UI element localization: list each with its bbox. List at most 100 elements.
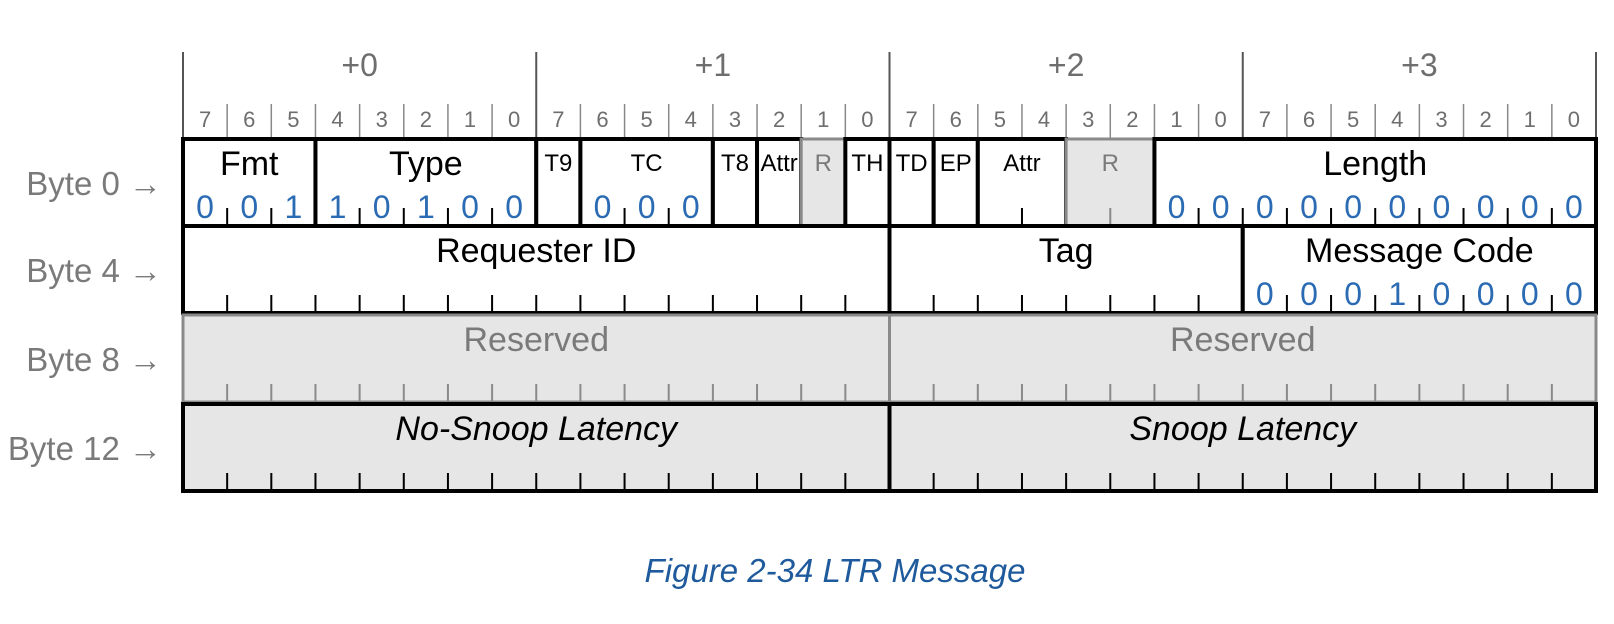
field-label: Tag bbox=[1039, 232, 1094, 270]
bit-number-label: 2 bbox=[1479, 107, 1491, 132]
bit-value: 1 bbox=[284, 189, 302, 225]
field-label: R bbox=[815, 150, 832, 177]
bit-number-label: 7 bbox=[199, 107, 211, 132]
bit-number-label: 3 bbox=[1082, 107, 1094, 132]
field: Reserved bbox=[888, 313, 1598, 404]
bit-value: 0 bbox=[1388, 189, 1406, 225]
field: T9 bbox=[534, 137, 583, 228]
byte-offset-label: +3 bbox=[1401, 47, 1437, 83]
field-label: TC bbox=[631, 150, 663, 177]
field-background bbox=[801, 139, 846, 226]
bit-number-label: 7 bbox=[905, 107, 917, 132]
bit-value: 1 bbox=[1388, 276, 1406, 312]
field-label: TD bbox=[896, 150, 928, 177]
field: TD bbox=[887, 137, 936, 228]
field-label: R bbox=[1102, 150, 1119, 177]
byte-offset-label: +2 bbox=[1048, 47, 1084, 83]
bit-number-label: 4 bbox=[1038, 107, 1050, 132]
packet-row: Byte 8 → Reserved Reserved bbox=[26, 313, 1598, 404]
bit-number-label: 2 bbox=[1126, 107, 1138, 132]
bit-number-label: 6 bbox=[243, 107, 255, 132]
bit-value: 0 bbox=[1521, 276, 1539, 312]
row-byte-label: Byte 4 → bbox=[26, 252, 162, 289]
row-byte-label: Byte 0 → bbox=[26, 165, 162, 202]
bit-number-label: 0 bbox=[1215, 107, 1227, 132]
field-border bbox=[1240, 224, 1598, 315]
bit-value: 0 bbox=[1300, 189, 1318, 225]
bit-value: 0 bbox=[1168, 189, 1186, 225]
bit-number-label: 3 bbox=[1435, 107, 1447, 132]
bit-number-label: 5 bbox=[1347, 107, 1359, 132]
field: Tag bbox=[887, 224, 1245, 315]
row-byte-label: Byte 8 → bbox=[26, 341, 162, 378]
bit-value: 0 bbox=[1344, 276, 1362, 312]
bit-value: 0 bbox=[638, 189, 656, 225]
bit-number-label: 5 bbox=[641, 107, 653, 132]
bit-number-label: 6 bbox=[950, 107, 962, 132]
field-background bbox=[757, 139, 802, 226]
field-label: Reserved bbox=[463, 321, 609, 359]
bit-value: 0 bbox=[1477, 189, 1495, 225]
packet-row: Byte 12 → No-Snoop Latency Snoop Latency bbox=[8, 402, 1598, 493]
bit-number-label: 5 bbox=[994, 107, 1006, 132]
field-label: Snoop Latency bbox=[1129, 410, 1358, 448]
field: R bbox=[1064, 137, 1156, 228]
field: Reserved bbox=[181, 313, 891, 404]
byte-offset-label: +1 bbox=[695, 47, 731, 83]
bit-value: 0 bbox=[1477, 276, 1495, 312]
bit-number-label: 1 bbox=[817, 107, 829, 132]
field: T8 bbox=[710, 137, 760, 228]
bit-value: 0 bbox=[1565, 189, 1583, 225]
bit-number-label: 6 bbox=[1303, 107, 1315, 132]
field-background bbox=[889, 139, 934, 226]
field: R bbox=[799, 137, 847, 228]
field: Attr bbox=[975, 137, 1069, 228]
bit-number-label: 3 bbox=[376, 107, 388, 132]
field-background bbox=[183, 139, 316, 226]
bit-value: 0 bbox=[594, 189, 612, 225]
field-label: No-Snoop Latency bbox=[395, 410, 679, 448]
byte-offset-label: +0 bbox=[341, 47, 377, 83]
row-byte-label: Byte 12 → bbox=[8, 430, 162, 467]
field-label: Type bbox=[389, 145, 463, 183]
field-background bbox=[933, 139, 978, 226]
bit-value: 0 bbox=[1256, 276, 1274, 312]
bit-value: 0 bbox=[373, 189, 391, 225]
field: EP bbox=[931, 137, 980, 228]
bit-number-label: 7 bbox=[552, 107, 564, 132]
bit-value: 0 bbox=[1433, 276, 1451, 312]
bit-value: 0 bbox=[1212, 189, 1230, 225]
field-background bbox=[536, 139, 581, 226]
bit-value: 0 bbox=[240, 189, 258, 225]
bit-number-label: 0 bbox=[861, 107, 873, 132]
bit-number-label: 6 bbox=[596, 107, 608, 132]
field-label: EP bbox=[940, 150, 972, 177]
field-label: Attr bbox=[1003, 150, 1040, 177]
bit-number-label: 7 bbox=[1259, 107, 1271, 132]
field: No-Snoop Latency bbox=[181, 402, 892, 493]
bit-number-label: 2 bbox=[773, 107, 785, 132]
bit-number-label: 1 bbox=[1524, 107, 1536, 132]
field-background bbox=[712, 139, 758, 226]
field-background bbox=[845, 139, 890, 226]
bit-number-label: 3 bbox=[729, 107, 741, 132]
bit-value: 1 bbox=[329, 189, 347, 225]
bit-number-label: 0 bbox=[1568, 107, 1580, 132]
bit-number-label: 4 bbox=[1391, 107, 1403, 132]
field-label: TH bbox=[851, 150, 883, 177]
field-border bbox=[887, 402, 1598, 493]
bit-value: 0 bbox=[1256, 189, 1274, 225]
field-label: Requester ID bbox=[436, 232, 636, 270]
bit-value: 0 bbox=[461, 189, 479, 225]
field-label: T9 bbox=[544, 150, 572, 177]
bit-value: 0 bbox=[1433, 189, 1451, 225]
field: Attr bbox=[755, 137, 804, 228]
